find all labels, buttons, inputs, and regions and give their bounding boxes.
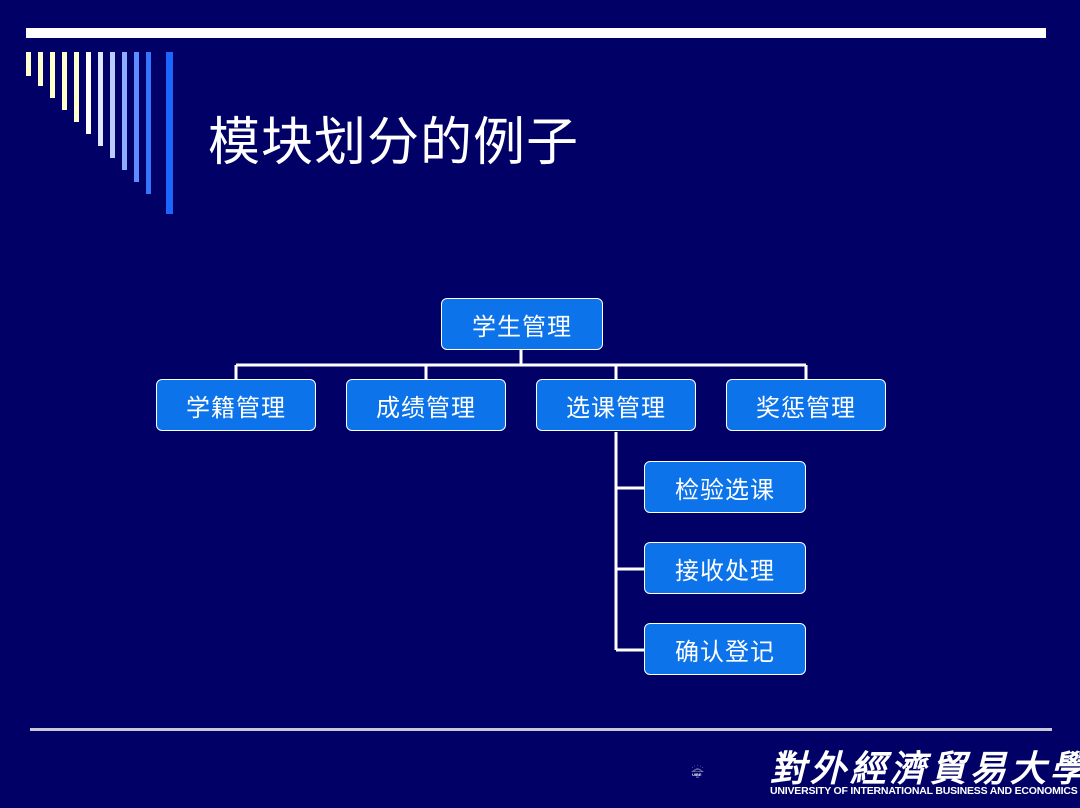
university-name-cn: 對外經濟貿易大學 — [770, 748, 1080, 790]
logo-year: 1951 — [696, 777, 699, 779]
node-root: 学生管理 — [441, 298, 603, 350]
node-child-4: 奖惩管理 — [726, 379, 886, 431]
decorative-stripes — [26, 52, 173, 214]
top-border-bar — [26, 28, 1046, 38]
node-child-2: 成绩管理 — [346, 379, 506, 431]
logo-abbr: UIBE — [692, 772, 702, 777]
slide-title: 模块划分的例子 — [208, 113, 580, 173]
footer-divider — [30, 728, 1052, 731]
node-sub-1: 检验选课 — [644, 461, 806, 513]
node-child-3: 选课管理 — [536, 379, 696, 431]
university-name-en: UNIVERSITY OF INTERNATIONAL BUSINESS AND… — [770, 785, 1078, 797]
node-child-1: 学籍管理 — [156, 379, 316, 431]
node-sub-2: 接收处理 — [644, 542, 806, 594]
node-sub-3: 确认登记 — [644, 623, 806, 675]
university-seal-icon: UIBE 1951 — [691, 764, 704, 779]
